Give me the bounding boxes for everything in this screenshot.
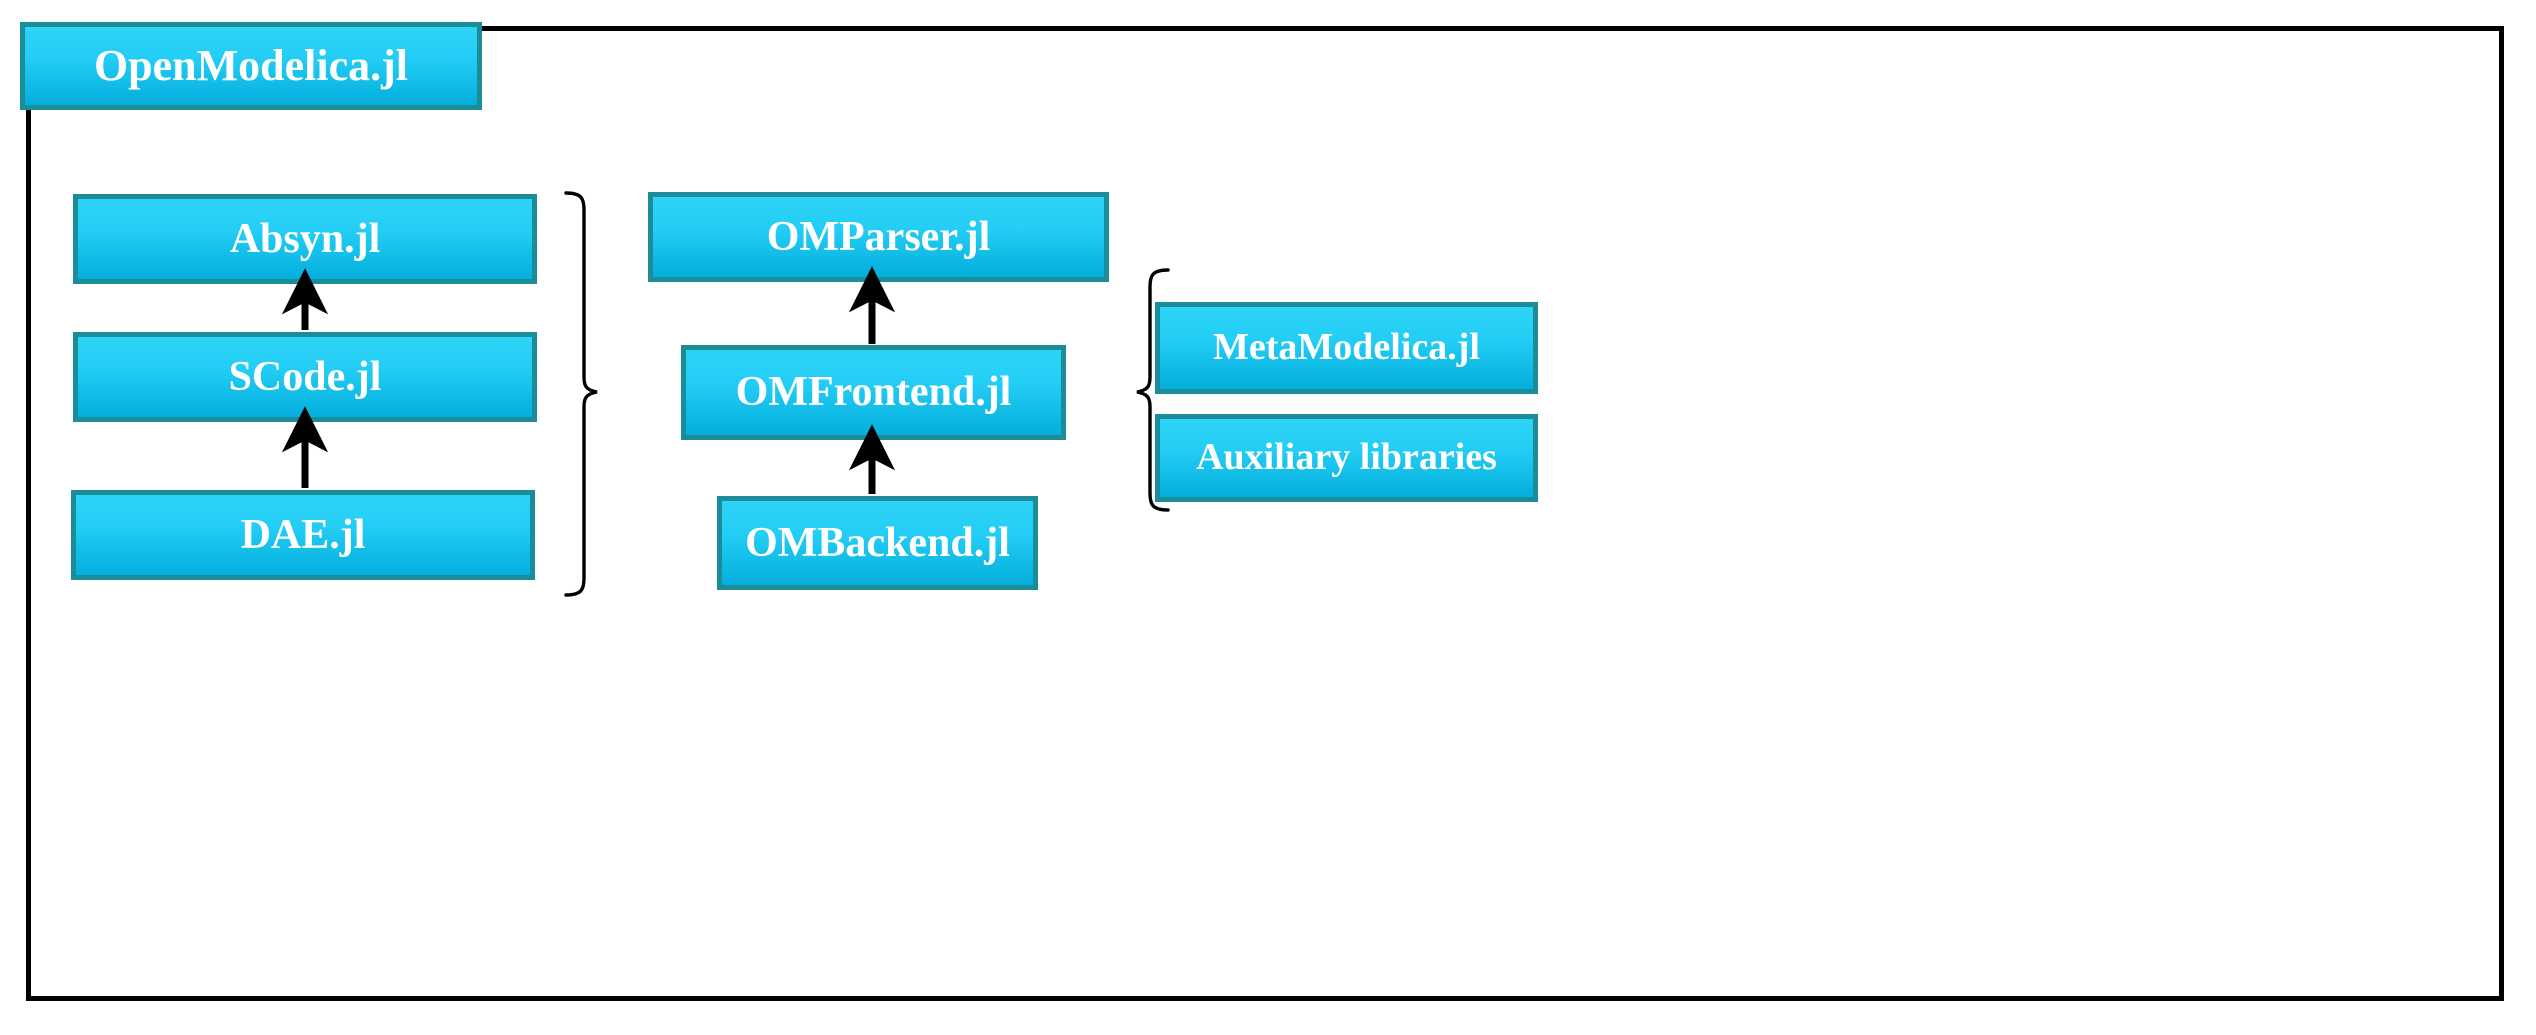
node-dae[interactable]: DAE.jl	[71, 490, 535, 580]
node-auxiliary[interactable]: Auxiliary libraries	[1155, 414, 1538, 502]
node-openmodelica[interactable]: OpenModelica.jl	[20, 22, 482, 110]
node-label-omfrontend: OMFrontend.jl	[735, 369, 1012, 416]
node-label-ombackend: OMBackend.jl	[745, 519, 1010, 566]
node-label-metamodelica: MetaModelica.jl	[1213, 326, 1480, 369]
node-omparser[interactable]: OMParser.jl	[648, 192, 1109, 282]
node-omfrontend[interactable]: OMFrontend.jl	[681, 345, 1066, 440]
node-label-absyn: Absyn.jl	[229, 215, 381, 262]
node-label-omparser: OMParser.jl	[766, 213, 991, 260]
outer-frame	[26, 26, 2504, 1001]
node-absyn[interactable]: Absyn.jl	[73, 194, 537, 284]
node-ombackend[interactable]: OMBackend.jl	[717, 496, 1038, 590]
node-label-scode: SCode.jl	[228, 353, 382, 400]
node-label-openmodelica: OpenModelica.jl	[93, 40, 409, 90]
node-label-auxiliary: Auxiliary libraries	[1196, 436, 1497, 479]
node-label-dae: DAE.jl	[240, 511, 366, 558]
node-metamodelica[interactable]: MetaModelica.jl	[1155, 302, 1538, 394]
node-scode[interactable]: SCode.jl	[73, 332, 537, 422]
